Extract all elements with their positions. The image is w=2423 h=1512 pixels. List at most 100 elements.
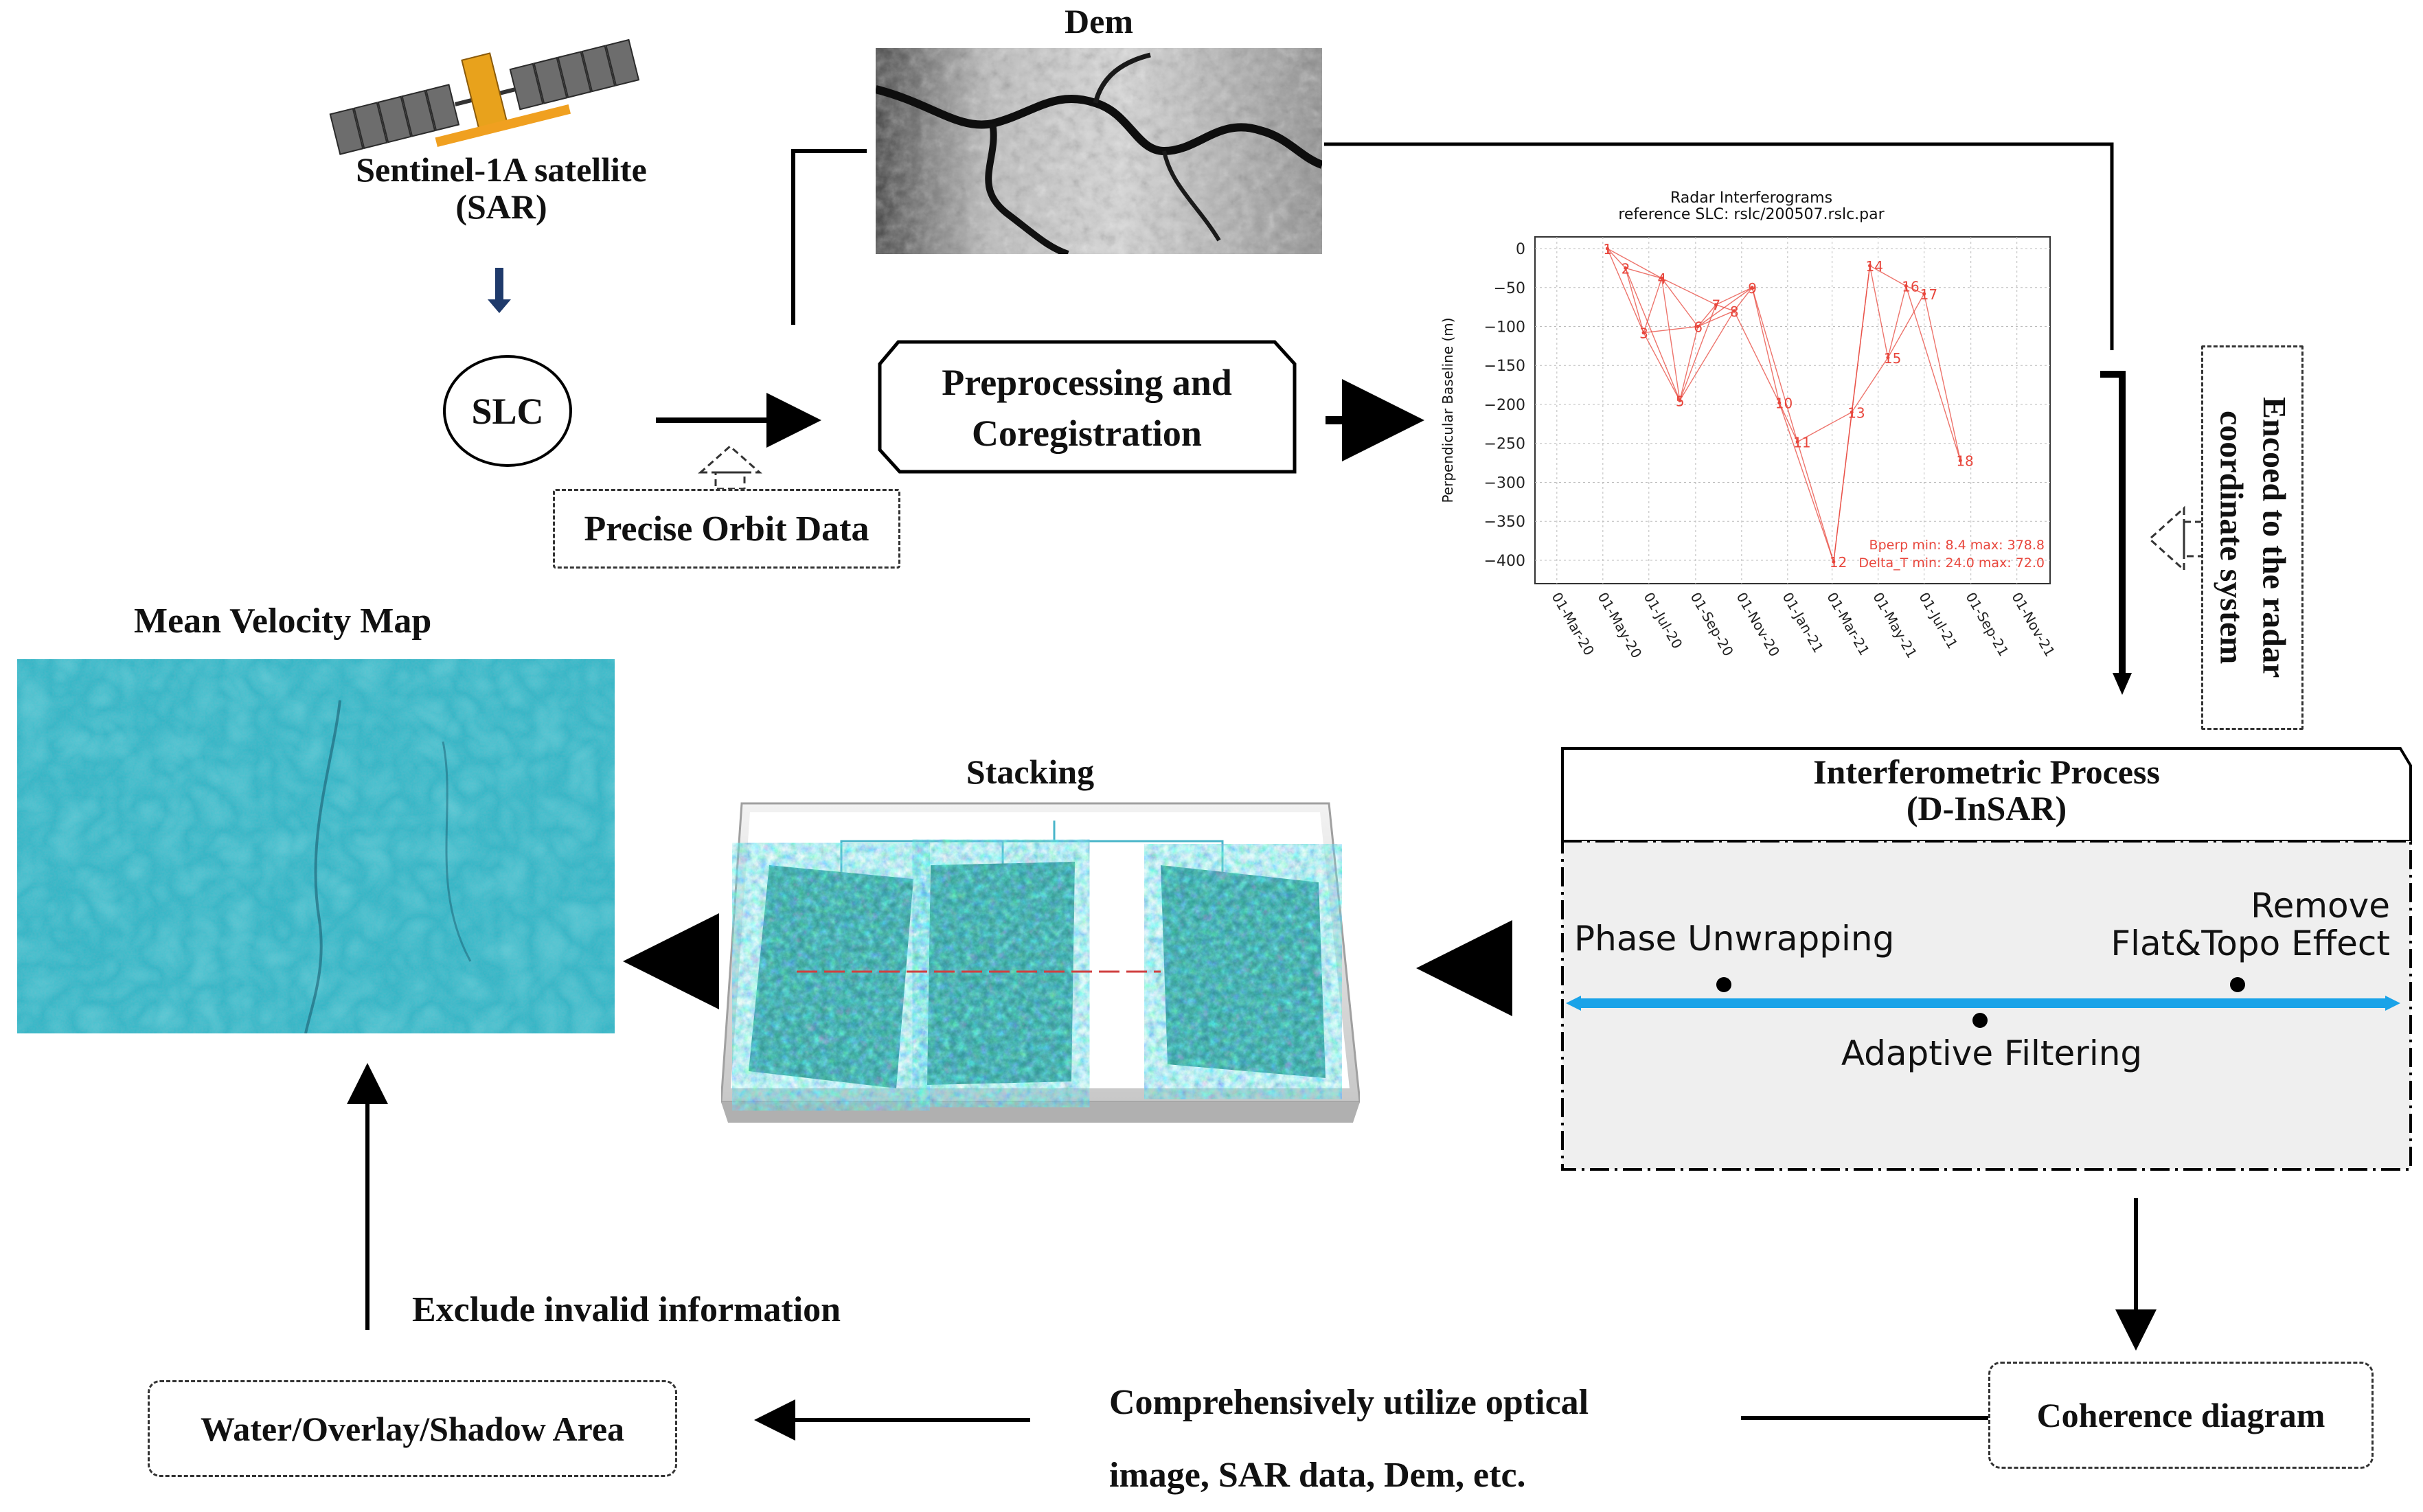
water-box[interactable]: Water/Overlay/Shadow Area [148,1380,677,1477]
network-point [1605,247,1609,251]
dem-image [876,48,1322,254]
dem-to-interferometric-line [1324,142,2114,350]
encode-hollow-arrow [2148,505,2185,573]
interferogram-plot: Radar Interferograms reference SLC: rslc… [1422,185,2067,680]
preprocessing-to-dem-line [791,149,867,325]
y-tick-label: −150 [1484,358,1525,375]
point-label: 11 [1793,434,1810,450]
exclude-label: Exclude invalid information [412,1290,841,1329]
y-tick-label: −100 [1484,319,1525,336]
dem-title: Dem [1065,2,1133,41]
network-edge [1697,304,1717,327]
point-label: 9 [1748,280,1757,297]
y-tick-label: −50 [1494,280,1525,297]
y-axis-label: Perpendicular Baseline (m) [1440,317,1456,503]
network-edge [1606,248,1644,333]
network-edge [1923,293,1961,461]
point-label: 2 [1622,260,1630,277]
x-tick-label: 01-Sep-20 [1687,590,1737,659]
adaptive-filtering-label: Adaptive Filtering [1841,1033,2143,1073]
network-edge [1797,411,1852,443]
satellite-title: Sentinel-1A satellite [356,150,647,189]
network-edge [1869,265,1889,358]
network-edge [1679,310,1735,401]
water-label: Water/Overlay/Shadow Area [200,1409,625,1448]
preprocessing-shape [878,340,1297,474]
adaptive-filtering-dot [1972,1013,1988,1028]
network-edge [1679,326,1698,401]
encode-box[interactable]: Encoed to the radar coordinate system [2201,345,2303,730]
plot-stats-line1: Bperp min: 8.4 max: 378.8 [1869,538,2045,553]
point-label: 8 [1730,303,1739,320]
network-edge [1733,310,1780,404]
x-tick-label: 01-May-20 [1594,590,1645,661]
satellite-subtitle: (SAR) [455,187,547,226]
plot-stats-line2: Delta_T min: 24.0 max: 72.0 [1858,555,2045,571]
utilize-line1: Comprehensively utilize optical [1109,1383,1589,1422]
network-edge [1643,332,1681,401]
y-tick-label: −350 [1484,514,1525,531]
coherence-label: Coherence diagram [2036,1396,2325,1434]
network-edge [1697,310,1735,328]
network-edge [1851,265,1871,413]
plot-title: Radar Interferograms [1670,190,1833,207]
stacking-graphic [720,802,1361,1123]
point-label: 17 [1920,286,1937,303]
slc-node[interactable]: SLC [443,355,572,467]
encode-arrow [2100,371,2126,676]
y-tick-label: −250 [1484,436,1525,453]
network-edge [1887,286,1907,358]
stacking-panel [720,800,1361,1130]
point-label: 16 [1902,278,1919,295]
network-edge [1869,265,1907,287]
coherence-box[interactable]: Coherence diagram [1988,1362,2374,1469]
orbit-up-arrow [698,444,762,474]
point-label: 7 [1712,297,1721,314]
x-tick-label: 01-Mar-20 [1549,590,1598,658]
network-edge [1625,267,1662,279]
process-timeline [1566,977,2400,1028]
y-tick-label: −200 [1484,397,1525,414]
network-point [1886,356,1890,360]
point-label: 18 [1956,453,1973,470]
remove-label-line2: Flat&Topo Effect [2111,924,2390,963]
precise-orbit-box[interactable]: Precise Orbit Data [553,489,900,569]
network-point [1732,309,1736,313]
mean-velocity-image [17,659,615,1033]
phase-unwrapping-label: Phase Unwrapping [1574,919,1895,959]
network-point [1659,276,1663,280]
dem-relief [876,48,1322,254]
network-edge [1887,293,1925,358]
network-point [1714,303,1718,307]
network-edge [1905,286,1961,461]
network-edge [1779,402,1798,442]
phase-unwrapping-dot [1716,977,1731,992]
point-label: 14 [1866,258,1883,275]
precise-orbit-label: Precise Orbit Data [584,509,869,549]
preprocessing-box[interactable]: Preprocessing and Coregistration [879,357,1295,459]
network-edge [1661,278,1681,401]
network-point [1904,284,1908,288]
network-edge [1905,285,1924,295]
plot-subtitle: reference SLC: rslc/200507.rslc.par [1618,206,1885,223]
stacking-title: Stacking [966,753,1095,791]
point-label: 4 [1657,271,1666,287]
network-edge [1661,277,1698,327]
utilize-text: Comprehensively utilize optical image, S… [1109,1366,1714,1512]
network-edge [1716,287,1753,306]
preprocessing-line1: Preprocessing and [942,362,1232,403]
network-edge [1751,287,1780,403]
network-point [1696,325,1700,329]
x-tick-label: 01-Nov-20 [1733,590,1784,660]
interferometric-title: Interferometric Process [1813,753,2160,791]
utilize-line2: image, SAR data, Dem, etc. [1109,1456,1526,1495]
network-point [1958,459,1962,463]
network-edge [1779,402,1834,562]
encode-line1: Encoed to the radar [2255,397,2293,678]
network-edge [1733,287,1753,312]
x-tick-label: 01-Jan-21 [1779,590,1827,656]
satellite-icon [329,38,640,155]
network-edge [1643,277,1663,333]
point-label: 1 [1603,241,1612,257]
